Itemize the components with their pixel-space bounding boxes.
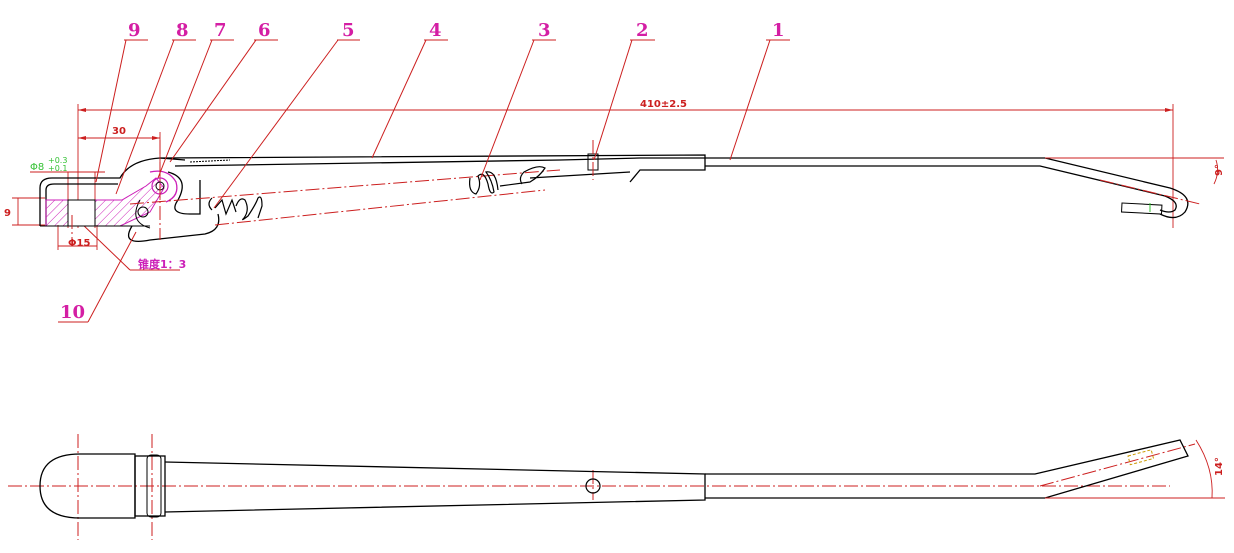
wiper-rod [640, 157, 1189, 219]
callouts: 1 2 3 4 5 6 7 8 9 [58, 20, 790, 323]
spring-right [469, 166, 546, 195]
mounting-head [39, 157, 220, 243]
callout-7: 7 [214, 20, 227, 41]
phi8-label: Φ8 [30, 162, 44, 173]
phi15-label: Φ15 [68, 238, 90, 249]
tip-angle-plan-label: 14° [1214, 457, 1225, 476]
tip-angle-side-dim: 9° [1045, 157, 1225, 205]
dim-phi15: Φ15 [57, 225, 98, 250]
overall-length-label: 410±2.5 [640, 99, 687, 110]
callout-5: 5 [342, 20, 355, 41]
callout-9: 9 [128, 20, 141, 41]
callout-3: 3 [538, 20, 551, 41]
plan-view: 14° [8, 434, 1225, 540]
callout-4: 4 [429, 20, 442, 41]
dim-9-label: 9 [4, 208, 11, 219]
dim-30-label: 30 [112, 126, 126, 137]
taper-label: 锥度1：3 [138, 257, 186, 271]
overall-length-dimension: 410±2.5 [77, 99, 1174, 228]
taper-note: 锥度1：3 [79, 221, 186, 271]
tip-angle-plan-dim: 14° [1045, 439, 1225, 499]
callout-2: 2 [636, 20, 649, 41]
tip-angle-side-label: 9° [1214, 164, 1225, 176]
callout-8: 8 [176, 20, 189, 41]
dim-9: 9 [4, 197, 45, 226]
arm-body [159, 154, 706, 183]
rivet-2 [587, 140, 599, 180]
callout-10: 10 [60, 302, 85, 323]
spring-left [208, 196, 263, 221]
callout-1: 1 [772, 20, 785, 41]
phi8-tol-lower: +0.1 [48, 164, 67, 173]
phi8-tol-upper: +0.3 [48, 156, 67, 165]
side-view: 410±2.5 30 9 Φ8 +0.3 +0.1 [4, 20, 1225, 323]
callout-6: 6 [258, 20, 271, 41]
